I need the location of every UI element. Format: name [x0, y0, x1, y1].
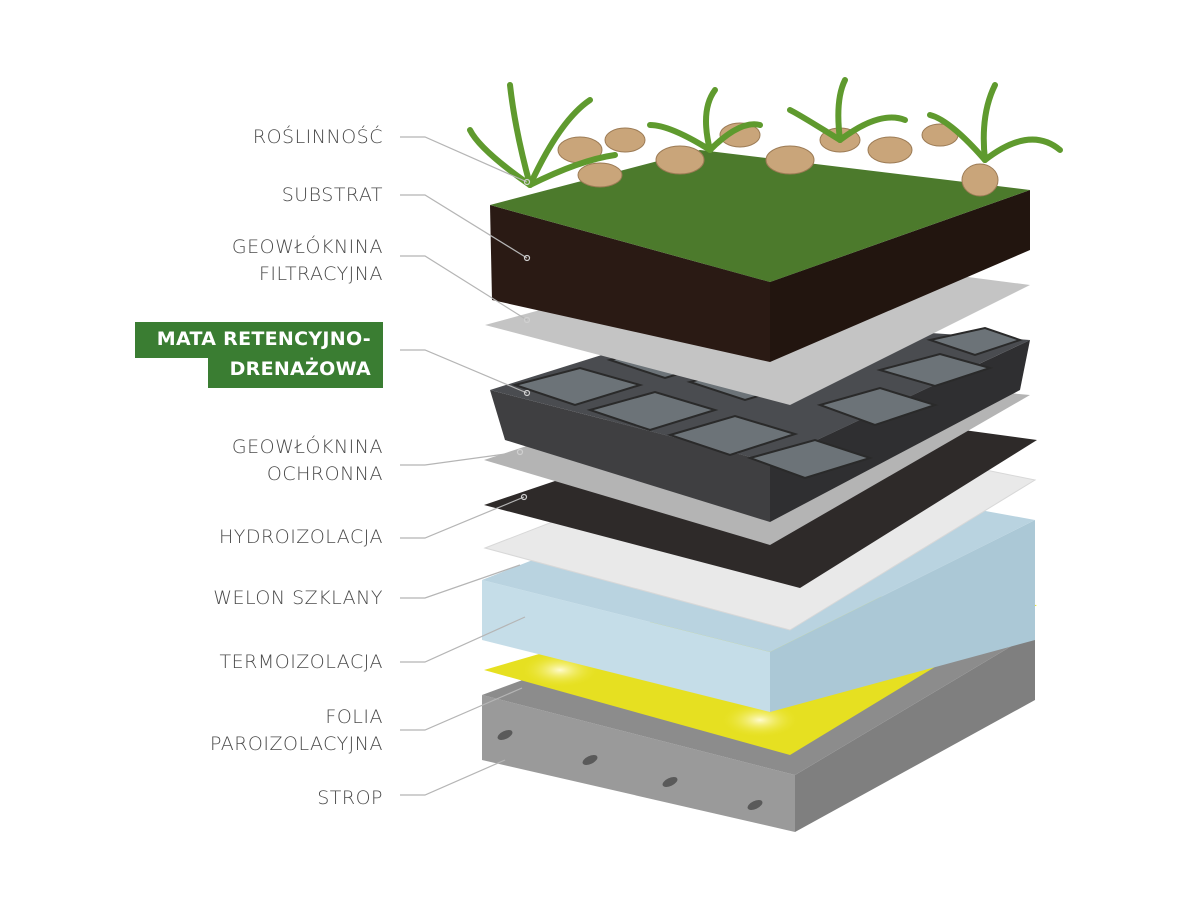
label-mata-line2: DRENAŻOWA	[208, 354, 383, 388]
label-mata-line1: MATA RETENCYJNO-	[135, 322, 383, 358]
label-welon: WELON SZKLANY	[213, 587, 383, 609]
leader-lines	[400, 136, 528, 796]
label-roslinnosc: ROŚLINNOŚĆ	[252, 126, 383, 148]
label-termoizolacja: TERMOIZOLACJA	[219, 651, 383, 673]
label-hydroizolacja: HYDROIZOLACJA	[219, 526, 383, 548]
leader-dots	[516, 178, 531, 501]
layer-roslinnosc	[467, 77, 1063, 197]
label-substrat: SUBSTRAT	[281, 184, 383, 206]
layer-substrat	[490, 150, 1030, 362]
label-strop: STROP	[317, 787, 383, 809]
